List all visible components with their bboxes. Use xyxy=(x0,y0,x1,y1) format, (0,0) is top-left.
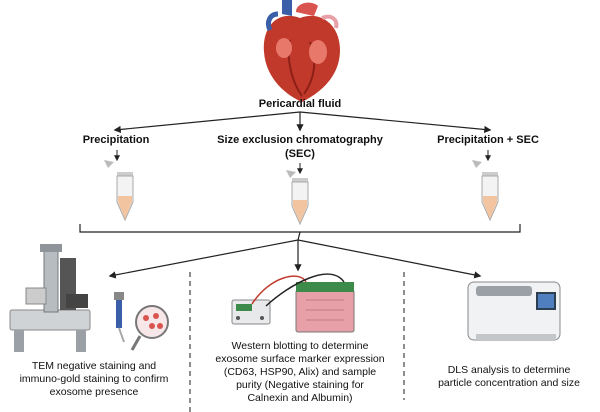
method-sec-label-line1: Size exclusion chromatography xyxy=(217,134,383,146)
tube-icon xyxy=(472,160,499,222)
text-line: Western blotting to determine xyxy=(231,340,369,352)
gel-tank-icon xyxy=(295,282,355,333)
text-line: Calnexin and Albumin) xyxy=(247,392,353,404)
analysis-arrows xyxy=(108,239,482,279)
text-line: TEM negative staining and xyxy=(31,360,157,372)
text-line: exosome presence xyxy=(49,386,139,398)
method-precipitation-label: Precipitation xyxy=(82,134,150,146)
dls-instrument-icon xyxy=(467,281,561,341)
magnifier-icon xyxy=(130,305,169,351)
tube-arrows xyxy=(114,150,491,175)
electrode-cables xyxy=(251,273,345,307)
analysis-tem-text: TEM negative staining and immuno-gold st… xyxy=(4,360,184,399)
analysis-western-text: Western blotting to determine exosome su… xyxy=(200,340,400,405)
text-line: immuno-gold staining to confirm xyxy=(19,373,169,385)
text-line: particle concentration and size xyxy=(438,377,580,389)
text-line: exosome surface marker expression xyxy=(215,353,385,365)
tube-icon xyxy=(286,170,309,226)
text-line: purity (Negative staining for xyxy=(236,379,364,391)
power-supply-icon xyxy=(231,299,271,325)
analysis-dls-text: DLS analysis to determine particle conce… xyxy=(420,364,598,390)
method-sec-label-line2: (SEC) xyxy=(285,148,315,160)
text-line: DLS analysis to determine xyxy=(447,364,571,376)
text-line: (CD63, HSP90, Alix) and sample xyxy=(223,366,377,378)
method-precipitation-sec-label: Precipitation + SEC xyxy=(437,134,539,146)
dashed-separators xyxy=(189,272,405,412)
pipette-icon xyxy=(114,292,125,343)
source-label: Pericardial fluid xyxy=(258,98,342,110)
branch-arrows xyxy=(113,111,492,134)
microscope-icon xyxy=(9,244,91,352)
tube-icon xyxy=(104,160,134,222)
heart-icon xyxy=(263,0,340,103)
collect-bracket xyxy=(79,224,521,241)
